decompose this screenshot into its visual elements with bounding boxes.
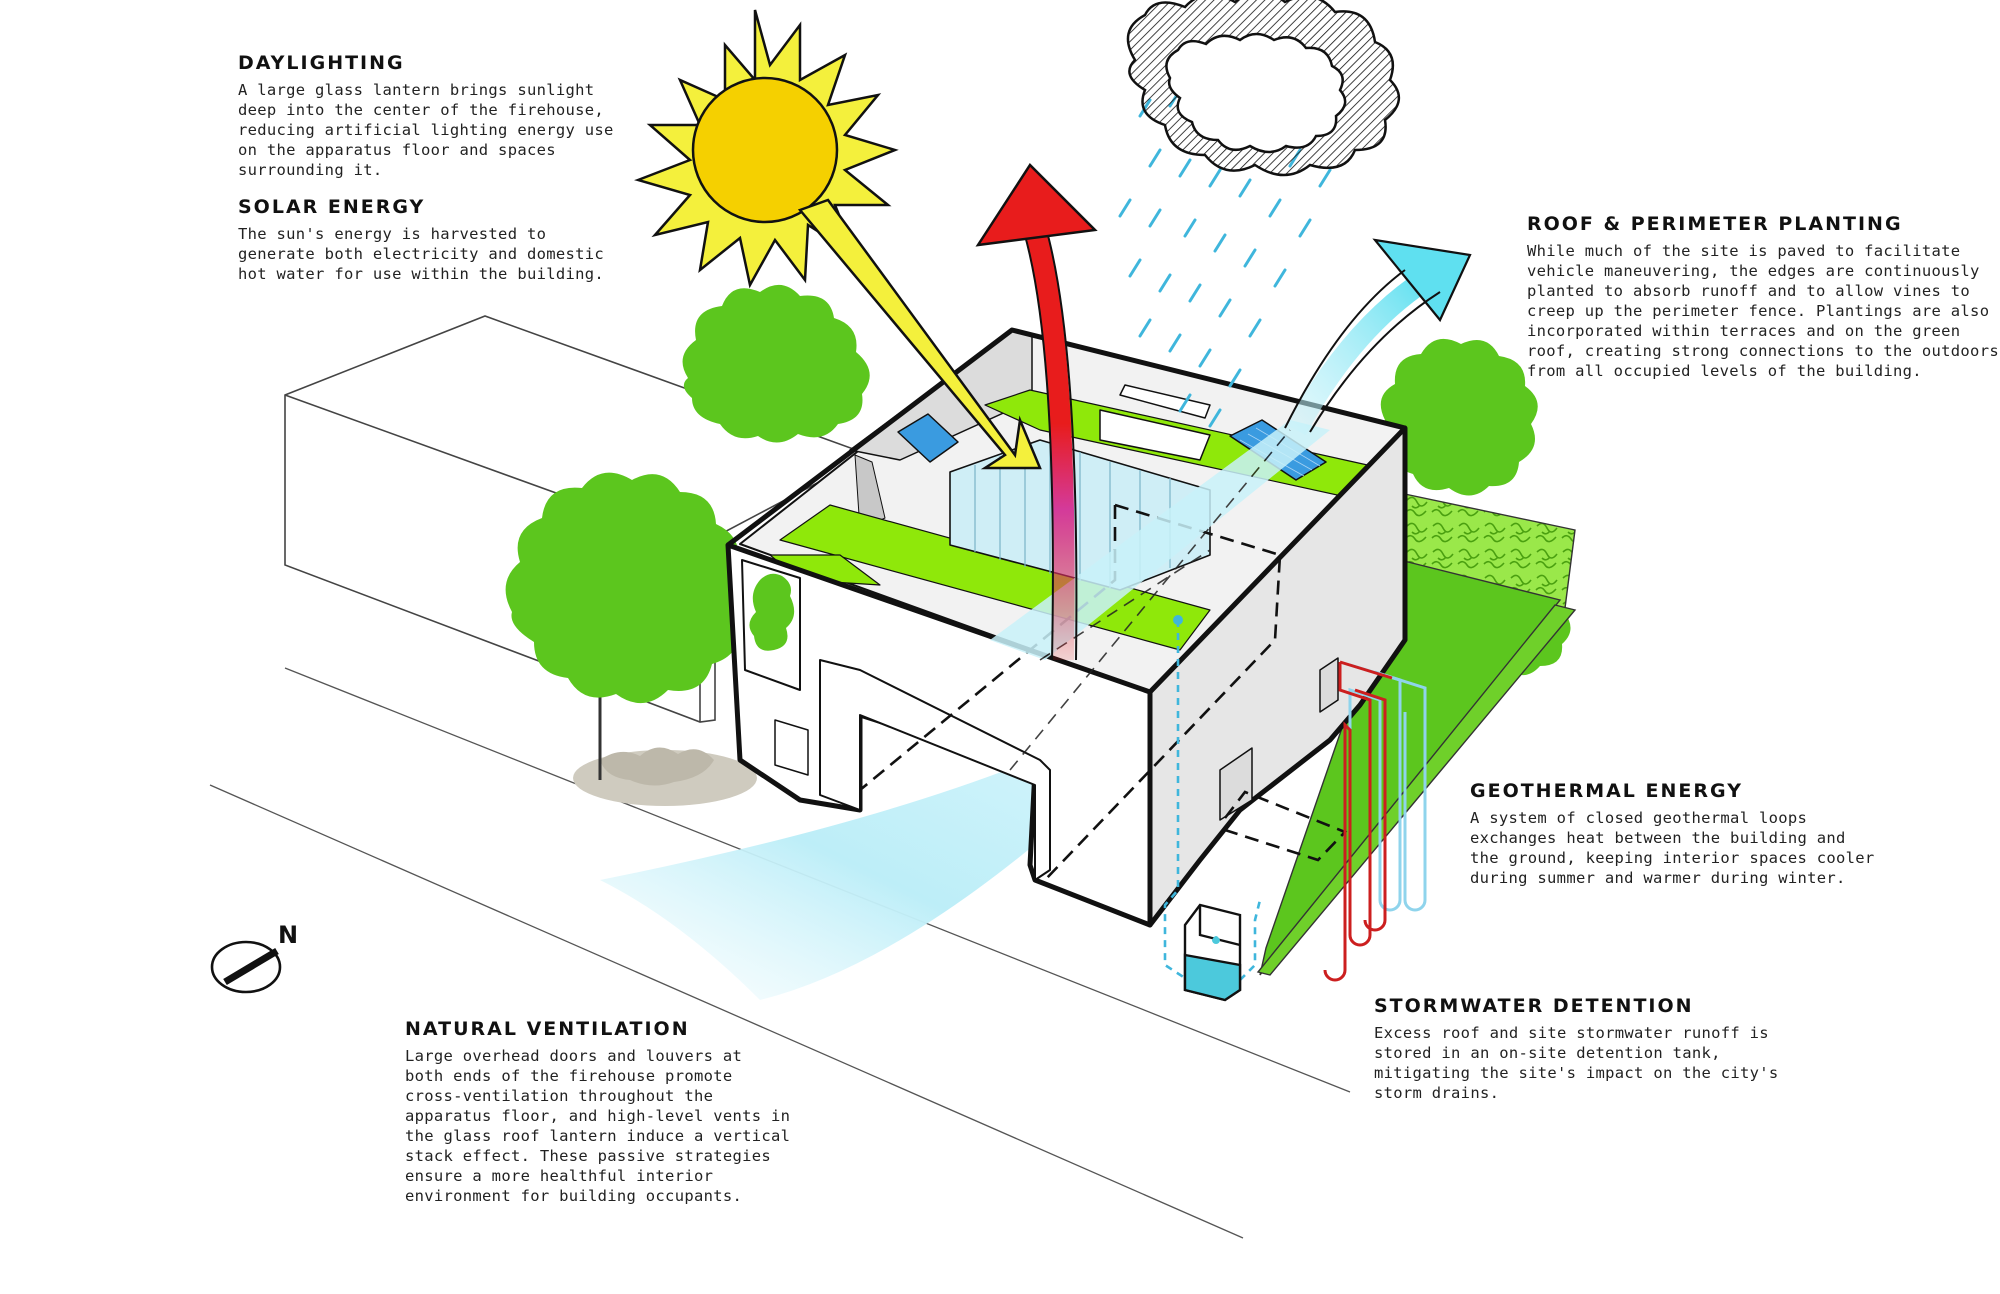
stormwater-pipe xyxy=(1163,620,1262,982)
section-solar-energy: SOLAR ENERGY The sun's energy is harvest… xyxy=(238,196,604,284)
north-label: N xyxy=(278,921,299,949)
section-natural-ventilation: NATURAL VENTILATION Large overhead doors… xyxy=(405,1018,790,1206)
section-geothermal-energy: GEOTHERMAL ENERGY A system of closed geo… xyxy=(1470,780,1875,888)
section-body: Excess roof and site stormwater runoff i… xyxy=(1374,1024,1779,1102)
detention-tank-icon xyxy=(1183,903,1242,1002)
section-body: A system of closed geothermal loops exch… xyxy=(1470,809,1875,887)
ventilation-path xyxy=(990,420,1330,771)
section-title: ROOF & PERIMETER PLANTING xyxy=(1527,213,1903,235)
section-title: GEOTHERMAL ENERGY xyxy=(1470,780,1743,802)
section-title: SOLAR ENERGY xyxy=(238,196,426,218)
hot-air-arrow-icon xyxy=(975,163,1098,661)
geothermal-loops xyxy=(1323,660,1427,982)
section-title: NATURAL VENTILATION xyxy=(405,1018,690,1040)
section-body: While much of the site is paved to facil… xyxy=(1527,242,1999,380)
sunlight-arrow xyxy=(797,198,1042,470)
tree-icon xyxy=(682,284,870,443)
tree-icon xyxy=(1380,338,1538,496)
section-body: The sun's energy is harvested to generat… xyxy=(238,225,605,283)
section-title: STORMWATER DETENTION xyxy=(1374,995,1694,1017)
section-roof-perimeter-planting: ROOF & PERIMETER PLANTING While much of … xyxy=(1527,213,1999,381)
tree-icon xyxy=(505,472,757,806)
section-daylighting: DAYLIGHTING A large glass lantern brings… xyxy=(238,52,614,180)
north-compass-icon xyxy=(210,940,282,994)
natural-ventilation-flow xyxy=(600,740,1130,1000)
rain-cloud-icon xyxy=(1126,0,1400,177)
section-body: A large glass lantern brings sunlight de… xyxy=(238,81,614,179)
section-stormwater-detention: STORMWATER DETENTION Excess roof and sit… xyxy=(1374,995,1779,1103)
section-body: Large overhead doors and louvers at both… xyxy=(405,1047,791,1205)
section-title: DAYLIGHTING xyxy=(238,52,405,74)
cool-air-arrow-icon xyxy=(1284,238,1472,436)
perimeter-hedge xyxy=(1256,492,1577,976)
